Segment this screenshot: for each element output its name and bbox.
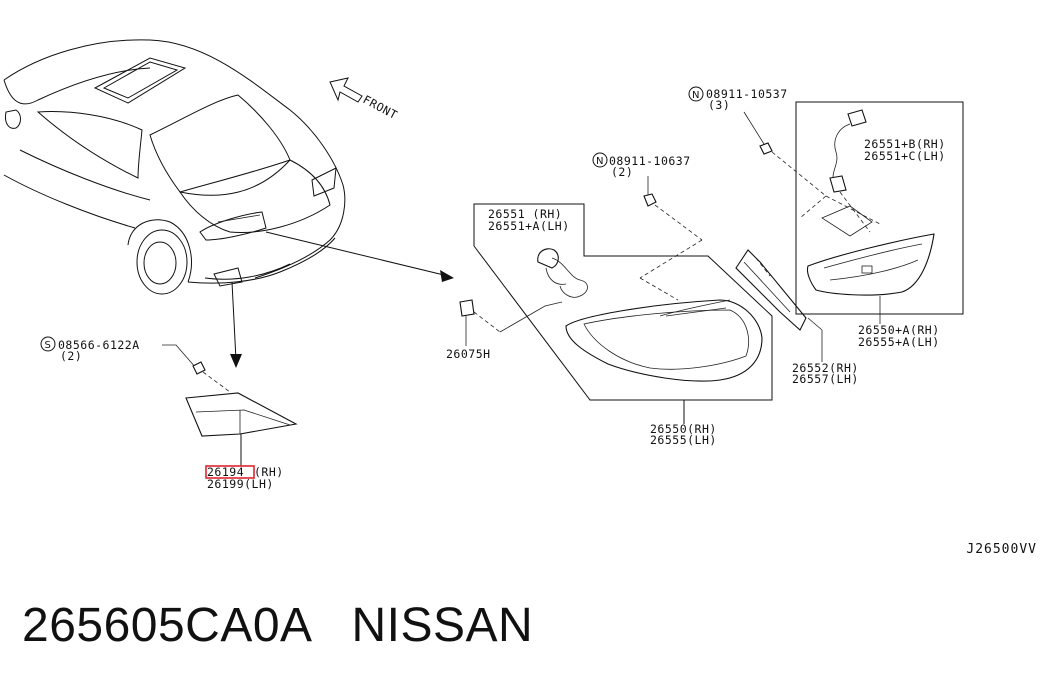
reflector-rh-part-number: 26194 bbox=[207, 465, 244, 479]
inner-lamp-assembly: N 08911-10537 (3) 26551+B(RH) 26551+C(LH… bbox=[688, 86, 964, 349]
nut-right-quantity: (3) bbox=[708, 98, 730, 112]
nut-icon bbox=[643, 193, 657, 207]
inner-socket-rh-part-number: 26551+B(RH) bbox=[864, 137, 946, 151]
clip-part-number: 26075H bbox=[446, 347, 491, 361]
screw-icon bbox=[192, 361, 206, 375]
nut-icon bbox=[759, 142, 773, 155]
caption-brand: NISSAN bbox=[351, 599, 534, 652]
inner-socket-lh-part-number: 26551+C(LH) bbox=[864, 149, 946, 163]
clip-icon bbox=[459, 299, 475, 317]
diagram-label: (RH) bbox=[254, 465, 284, 479]
front-direction-arrow: FRONT bbox=[329, 77, 400, 122]
reflector-assembly: S 08566-6122A (2) 26194 (RH) 26199(LH) bbox=[40, 336, 298, 491]
caption: 265605CA0A NISSAN bbox=[22, 598, 533, 653]
combination-lamp-part bbox=[565, 299, 763, 382]
inner-lamp-part bbox=[806, 233, 935, 296]
pointer-arrows bbox=[230, 231, 454, 368]
inner-lamp-lh-part-number: 26555+A(LH) bbox=[858, 335, 940, 349]
diagram-label: N bbox=[692, 90, 699, 101]
reflector-part bbox=[185, 392, 298, 437]
screw-symbol-icon bbox=[40, 336, 56, 352]
combination-lamp-assembly: 26551 (RH) 26551+A(LH) 26075H N 08911-10… bbox=[446, 152, 859, 447]
diagram-reference-code: J26500VV bbox=[966, 542, 1037, 557]
combination-lamp-lh-part-number: 26555(LH) bbox=[650, 433, 717, 447]
diagram-label: N bbox=[596, 156, 603, 167]
car-illustration bbox=[3, 39, 346, 295]
highlighted-part-box bbox=[205, 465, 255, 479]
screw-part-number: 08566-6122A bbox=[58, 338, 140, 352]
nut-right-part-number: 08911-10537 bbox=[706, 87, 788, 101]
socket-rh-part-number: 26551 (RH) bbox=[488, 207, 562, 221]
socket-lh-part-number: 26551+A(LH) bbox=[488, 219, 570, 233]
combination-lamp-rh-part-number: 26550(RH) bbox=[650, 422, 717, 436]
reflector-lh-part-number: 26199(LH) bbox=[207, 477, 274, 491]
inner-socket-icon bbox=[847, 109, 867, 127]
caption-part-number: 265605CA0A bbox=[22, 599, 310, 652]
nut-mid-part-number: 08911-10637 bbox=[609, 154, 691, 168]
nut-symbol-icon bbox=[592, 152, 608, 168]
bulb-socket-icon bbox=[537, 248, 559, 269]
inner-lamp-rh-part-number: 26550+A(RH) bbox=[858, 323, 940, 337]
front-label: FRONT bbox=[361, 92, 400, 122]
gasket-lh-part-number: 26557(LH) bbox=[792, 372, 859, 386]
diagram-label: S bbox=[45, 340, 51, 351]
gasket-rh-part-number: 26552(RH) bbox=[792, 361, 859, 375]
nut-symbol-icon bbox=[688, 86, 704, 102]
screw-quantity: (2) bbox=[60, 349, 82, 363]
nut-mid-quantity: (2) bbox=[611, 165, 633, 179]
